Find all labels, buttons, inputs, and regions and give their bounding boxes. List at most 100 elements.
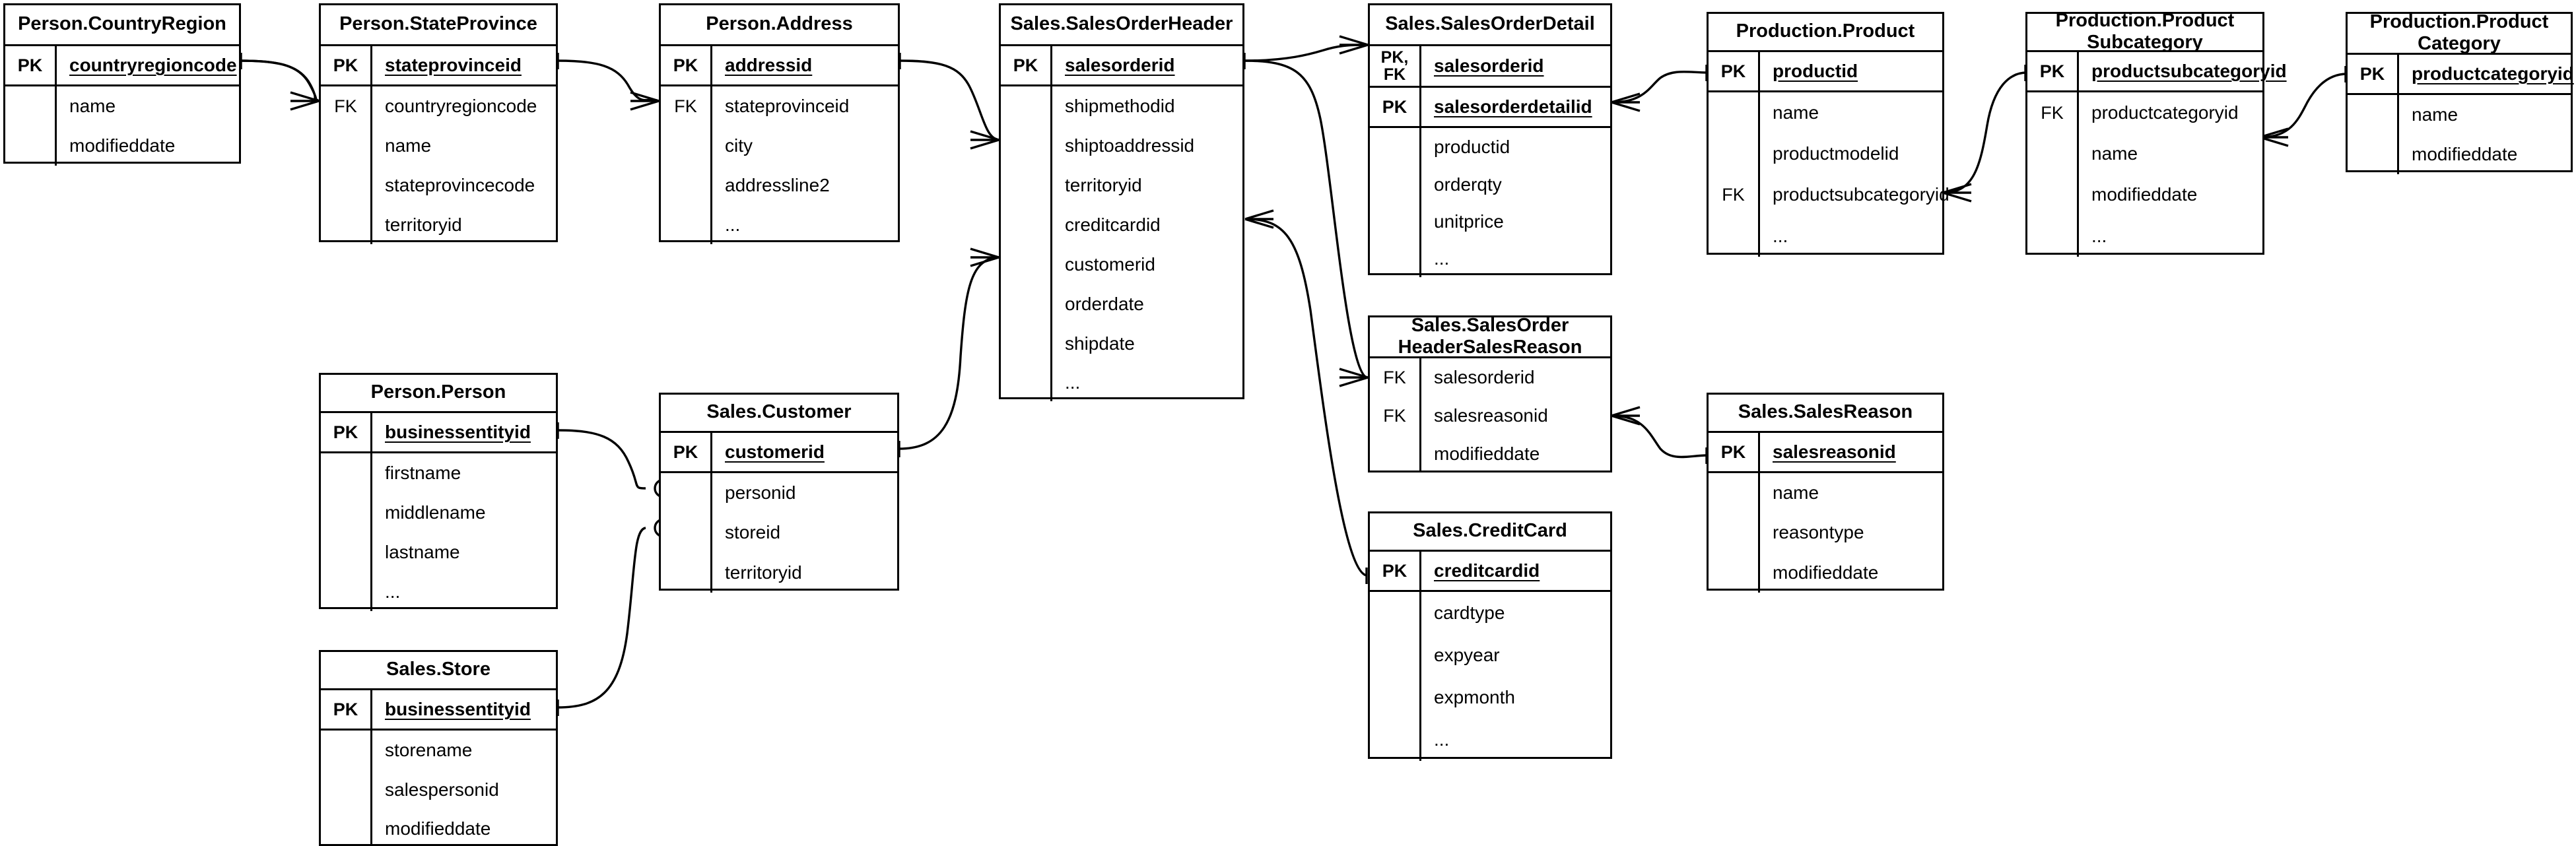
- field-row[interactable]: stateprovincecode: [321, 166, 556, 205]
- field-row[interactable]: PK customerid: [661, 433, 897, 471]
- key-tag: [2027, 215, 2079, 257]
- entity-person-person[interactable]: Person.Person PK businessentityid firstn…: [319, 373, 558, 611]
- entity-sales-salesorderheader[interactable]: Sales.SalesOrderHeader PK salesorderid s…: [999, 3, 1244, 401]
- field-row[interactable]: ...: [1709, 215, 1942, 257]
- entity-sales-store[interactable]: Sales.Store PK businessentityid storenam…: [319, 650, 558, 846]
- field-row[interactable]: addressline2: [661, 166, 898, 205]
- attr-group: cardtype expyear expmonth ...: [1370, 592, 1610, 761]
- field-row[interactable]: orderdate: [1001, 284, 1242, 324]
- entity-sales-salesreason[interactable]: Sales.SalesReason PK salesreasonid name …: [1707, 393, 1944, 593]
- field-name: ...: [725, 214, 741, 235]
- entity-person-address[interactable]: Person.Address PK addressid FK stateprov…: [659, 3, 900, 244]
- field-row[interactable]: PK, FK salesorderid: [1370, 46, 1610, 86]
- entity-person-stateprovince[interactable]: Person.StateProvince PK stateprovinceid …: [319, 3, 558, 244]
- field-row[interactable]: FK salesreasonid: [1370, 397, 1610, 435]
- entity-title: Sales.Store: [321, 652, 556, 690]
- field-row[interactable]: PK businessentityid: [321, 413, 556, 451]
- field-row[interactable]: ...: [321, 572, 556, 611]
- key-tag: [321, 166, 372, 205]
- field-row[interactable]: customerid: [1001, 245, 1242, 284]
- field-row[interactable]: modifieddate: [1370, 435, 1610, 472]
- entity-production-productsubcategory[interactable]: Production.Product Subcategory PK produc…: [2025, 10, 2287, 257]
- field-name: addressid: [725, 55, 813, 75]
- field-row[interactable]: expmonth: [1370, 676, 1610, 719]
- field-row[interactable]: city: [661, 126, 898, 166]
- field-row[interactable]: storename: [321, 731, 556, 770]
- field-row[interactable]: cardtype: [1370, 592, 1610, 634]
- field-row[interactable]: PK salesreasonid: [1709, 433, 1942, 471]
- field-row[interactable]: FK productcategoryid: [2027, 92, 2262, 133]
- key-tag: [1370, 676, 1421, 719]
- field-row[interactable]: PK addressid: [661, 46, 898, 84]
- field-row[interactable]: PK productid: [1709, 52, 1942, 90]
- field-name: productsubcategoryid: [2091, 61, 2287, 81]
- field-row[interactable]: name: [5, 86, 239, 126]
- field-row[interactable]: PK creditcardid: [1370, 552, 1610, 590]
- field-row[interactable]: FK countryregioncode: [321, 86, 556, 126]
- field-row[interactable]: PK salesorderdetailid: [1370, 88, 1610, 126]
- field-row[interactable]: PK productcategoryid: [2348, 55, 2574, 93]
- entity-sales-salesorderdetail[interactable]: Sales.SalesOrderDetail PK, FK salesorder…: [1368, 3, 1612, 277]
- field-row[interactable]: modifieddate: [2348, 135, 2571, 174]
- field-row[interactable]: firstname: [321, 453, 556, 493]
- entity-title: Sales.SalesOrderDetail: [1370, 5, 1610, 46]
- entity-production-productcategory[interactable]: Production.Product Category PK productca…: [2346, 11, 2574, 174]
- entity-sales-salesorderheadersalesreason[interactable]: Sales.SalesOrder HeaderSalesReason FK sa…: [1368, 315, 1612, 472]
- field-row[interactable]: orderqty: [1370, 166, 1610, 203]
- field-row[interactable]: PK productsubcategoryid: [2027, 52, 2287, 90]
- field-name: productmodelid: [1773, 143, 1899, 164]
- field-row[interactable]: shipmethodid: [1001, 86, 1242, 126]
- attr-group: shipmethodid shiptoaddressid territoryid…: [1001, 86, 1242, 401]
- field-row[interactable]: PK salesorderid: [1001, 46, 1242, 84]
- field-row[interactable]: ...: [1001, 364, 1242, 401]
- field-row[interactable]: modifieddate: [2027, 174, 2262, 215]
- field-row[interactable]: creditcardid: [1001, 205, 1242, 245]
- field-row[interactable]: PK countryregioncode: [5, 46, 239, 84]
- entity-person-countryregion[interactable]: Person.CountryRegion PK countryregioncod…: [3, 3, 241, 166]
- field-row[interactable]: FK productsubcategoryid: [1709, 174, 1949, 215]
- entity-title: Person.Address: [661, 5, 898, 46]
- key-tag: [661, 552, 712, 593]
- field-row[interactable]: name: [1709, 92, 1942, 133]
- field-row[interactable]: salespersonid: [321, 770, 556, 810]
- field-row[interactable]: expyear: [1370, 634, 1610, 676]
- field-row[interactable]: name: [1709, 473, 1942, 513]
- field-row[interactable]: ...: [1370, 719, 1610, 761]
- field-row[interactable]: ...: [661, 205, 898, 244]
- field-row[interactable]: modifieddate: [1709, 552, 1942, 593]
- field-row[interactable]: modifieddate: [321, 810, 556, 846]
- field-row[interactable]: personid: [661, 473, 897, 513]
- field-row[interactable]: name: [2027, 133, 2262, 174]
- field-row[interactable]: territoryid: [321, 205, 556, 244]
- field-row[interactable]: shiptoaddressid: [1001, 126, 1242, 166]
- field-row[interactable]: ...: [2027, 215, 2262, 257]
- key-tag: [1370, 240, 1421, 277]
- entity-sales-customer[interactable]: Sales.Customer PK customerid personid st…: [659, 393, 899, 593]
- field-row[interactable]: lastname: [321, 533, 556, 572]
- field-name: name: [2091, 143, 2138, 164]
- field-row[interactable]: ...: [1370, 240, 1610, 277]
- field-row[interactable]: FK salesorderid: [1370, 358, 1610, 397]
- field-row[interactable]: name: [321, 126, 556, 166]
- field-row[interactable]: PK stateprovinceid: [321, 46, 556, 84]
- field-row[interactable]: modifieddate: [5, 126, 239, 166]
- field-name: middlename: [385, 502, 486, 523]
- field-row[interactable]: middlename: [321, 493, 556, 533]
- field-row[interactable]: productmodelid: [1709, 133, 1942, 174]
- field-row[interactable]: name: [2348, 95, 2571, 135]
- field-row[interactable]: FK stateprovinceid: [661, 86, 898, 126]
- field-row[interactable]: productid: [1370, 128, 1610, 166]
- pk-group: PK addressid: [661, 46, 898, 86]
- field-row[interactable]: PK businessentityid: [321, 690, 556, 729]
- field-row[interactable]: shipdate: [1001, 324, 1242, 364]
- field-row[interactable]: unitprice: [1370, 203, 1610, 240]
- field-row[interactable]: storeid: [661, 513, 897, 552]
- key-tag: PK: [2348, 55, 2399, 93]
- field-row[interactable]: territoryid: [1001, 166, 1242, 205]
- field-row[interactable]: territoryid: [661, 552, 897, 593]
- field-name: salespersonid: [385, 779, 499, 800]
- key-tag: FK: [321, 86, 372, 126]
- field-row[interactable]: reasontype: [1709, 513, 1942, 552]
- entity-production-product[interactable]: Production.Product PK productid name pro…: [1707, 12, 1949, 257]
- entity-sales-creditcard[interactable]: Sales.CreditCard PK creditcardid cardtyp…: [1368, 511, 1612, 761]
